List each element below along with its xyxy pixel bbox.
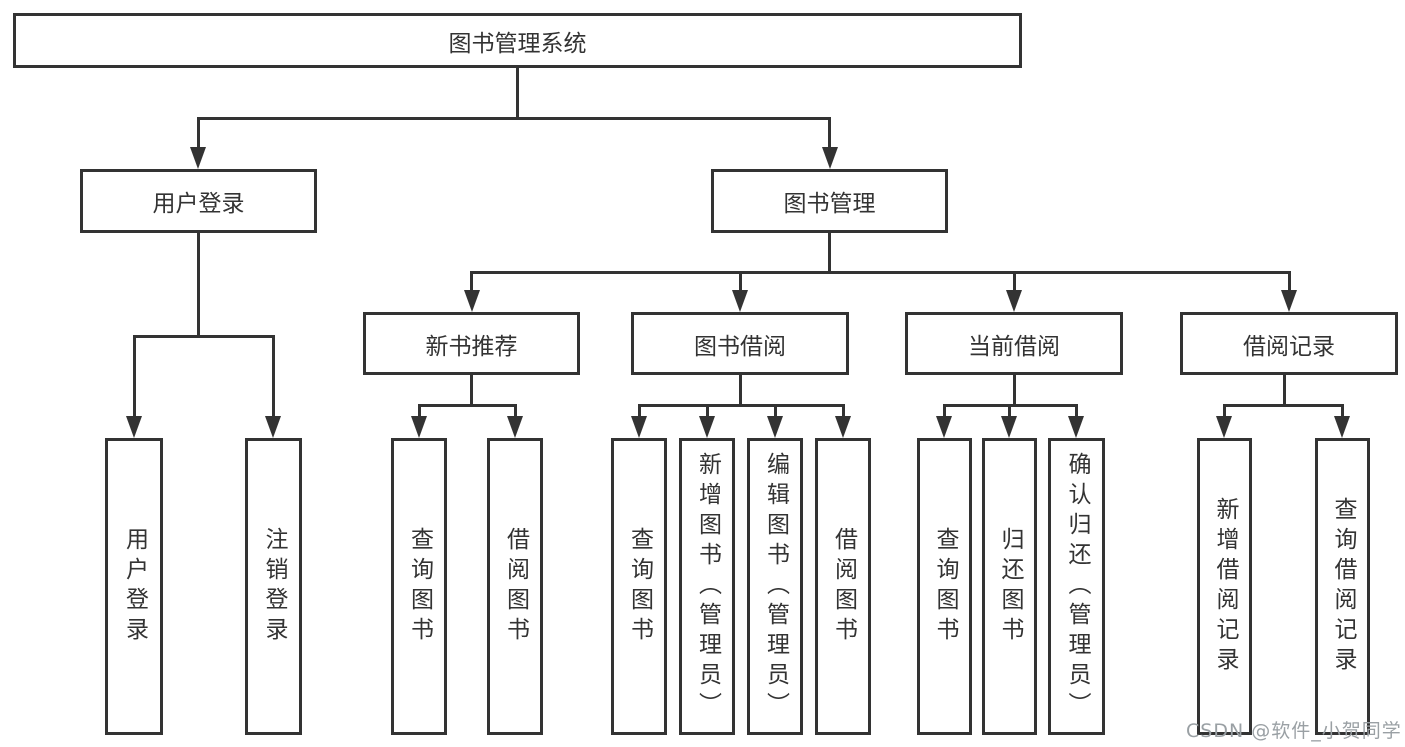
arrow-down-icon: [732, 290, 748, 312]
leaf-borrow-books: 借阅图书: [815, 438, 871, 735]
arrow-down-icon: [1006, 290, 1022, 312]
connector-line: [943, 404, 946, 418]
arrow-down-icon: [507, 416, 523, 438]
arrow-down-icon: [835, 416, 851, 438]
connector-line: [828, 233, 831, 272]
leaf-query-books-borrow: 查询图书: [611, 438, 667, 735]
node-current-borrow: 当前借阅: [905, 312, 1123, 375]
leaf-user-login: 用户登录: [105, 438, 163, 735]
connector-line: [1288, 271, 1291, 292]
connector-line: [272, 335, 275, 416]
connector-line: [470, 271, 1289, 274]
arrow-down-icon: [936, 416, 952, 438]
connector-line: [1223, 404, 1343, 407]
arrow-down-icon: [699, 416, 715, 438]
connector-line: [1223, 404, 1226, 418]
arrow-down-icon: [190, 147, 206, 169]
node-root: 图书管理系统: [13, 13, 1022, 68]
leaf-query-borrow-record: 查询借阅记录: [1315, 438, 1370, 735]
connector-line: [197, 117, 200, 151]
arrow-down-icon: [1001, 416, 1017, 438]
connector-line: [828, 117, 831, 151]
node-book-borrow: 图书借阅: [631, 312, 849, 375]
leaf-add-books-admin: 新增图书（管理员）: [679, 438, 735, 735]
connector-line: [739, 375, 742, 405]
connector-line: [1008, 404, 1011, 418]
node-user-login: 用户登录: [80, 169, 317, 233]
connector-line: [418, 404, 516, 407]
leaf-query-books-recommend: 查询图书: [391, 438, 447, 735]
connector-line: [197, 117, 830, 120]
connector-line: [197, 233, 200, 336]
connector-line: [638, 404, 844, 407]
connector-line: [1013, 271, 1016, 292]
connector-line: [514, 404, 517, 418]
arrow-down-icon: [1281, 290, 1297, 312]
connector-line: [470, 375, 473, 405]
connector-line: [739, 271, 742, 292]
arrow-down-icon: [1068, 416, 1084, 438]
leaf-logout: 注销登录: [245, 438, 302, 735]
arrow-down-icon: [464, 290, 480, 312]
connector-line: [1013, 375, 1016, 405]
connector-line: [842, 404, 845, 418]
arrow-down-icon: [631, 416, 647, 438]
node-borrow-records: 借阅记录: [1180, 312, 1398, 375]
node-new-book-recommend: 新书推荐: [363, 312, 580, 375]
connector-line: [470, 271, 473, 292]
connector-line: [706, 404, 709, 418]
arrow-down-icon: [767, 416, 783, 438]
watermark-text: CSDN @软件_小贺同学: [1186, 720, 1402, 742]
connector-line: [418, 404, 421, 418]
leaf-borrow-books-recommend: 借阅图书: [487, 438, 543, 735]
connector-line: [133, 335, 273, 338]
arrow-down-icon: [126, 416, 142, 438]
arrow-down-icon: [1334, 416, 1350, 438]
node-book-management: 图书管理: [711, 169, 948, 233]
arrow-down-icon: [411, 416, 427, 438]
leaf-confirm-return-admin: 确认归还（管理员）: [1048, 438, 1105, 735]
leaf-add-borrow-record: 新增借阅记录: [1197, 438, 1252, 735]
connector-line: [638, 404, 641, 418]
arrow-down-icon: [822, 147, 838, 169]
connector-line: [1341, 404, 1344, 418]
connector-line: [1283, 375, 1286, 405]
arrow-down-icon: [1216, 416, 1232, 438]
leaf-query-books-current: 查询图书: [917, 438, 972, 735]
connector-line: [1075, 404, 1078, 418]
connector-line: [133, 335, 136, 416]
connector-line: [516, 68, 519, 118]
leaf-return-books: 归还图书: [982, 438, 1037, 735]
leaf-edit-books-admin: 编辑图书（管理员）: [747, 438, 803, 735]
arrow-down-icon: [265, 416, 281, 438]
connector-line: [774, 404, 777, 418]
